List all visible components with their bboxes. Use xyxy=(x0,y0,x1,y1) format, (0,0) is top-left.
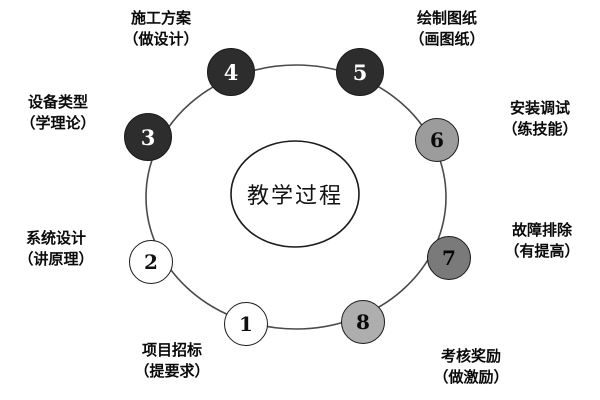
node-6-subtitle: （练技能） xyxy=(502,120,578,138)
node-4-number: 4 xyxy=(223,59,239,85)
node-6-number: 6 xyxy=(430,128,444,152)
node-3-title: 设备类型 xyxy=(27,93,88,111)
center-ellipse xyxy=(230,140,360,248)
node-5-caption: 绘制图纸 （画图纸） xyxy=(386,8,508,50)
node-5-title: 绘制图纸 xyxy=(416,9,477,27)
node-7: 7 xyxy=(427,236,471,280)
node-7-subtitle: （有提高） xyxy=(504,242,580,260)
node-6-title: 安装调试 xyxy=(509,99,570,117)
node-6-caption: 安装调试 （练技能） xyxy=(484,98,596,140)
node-7-title: 故障排除 xyxy=(511,221,572,239)
node-5-number: 5 xyxy=(352,59,368,85)
node-2-caption: 系统设计 （讲原理） xyxy=(0,228,112,270)
node-5-subtitle: （画图纸） xyxy=(409,30,485,48)
node-4-caption: 施工方案 （做设计） xyxy=(100,8,222,50)
node-4: 4 xyxy=(207,48,255,96)
node-8-caption: 考核奖励 （做激励） xyxy=(410,346,532,388)
node-1-subtitle: （提要求） xyxy=(134,362,210,380)
center-title: 教学过程 xyxy=(246,184,343,209)
node-7-number: 7 xyxy=(442,246,456,270)
node-1-caption: 项目招标 （提要求） xyxy=(112,340,232,382)
node-3-subtitle: （学理论） xyxy=(20,114,96,132)
node-1-title: 项目招标 xyxy=(141,341,202,359)
node-8-number: 8 xyxy=(356,310,370,334)
node-2-title: 系统设计 xyxy=(25,229,86,247)
node-4-subtitle: （做设计） xyxy=(123,30,199,48)
node-8-subtitle: （做激励） xyxy=(433,368,509,386)
node-2: 2 xyxy=(129,240,173,284)
cycle-ring xyxy=(145,64,447,330)
node-4-title: 施工方案 xyxy=(130,9,191,27)
node-8-title: 考核奖励 xyxy=(440,347,501,365)
node-1-number: 1 xyxy=(239,312,253,336)
node-2-subtitle: （讲原理） xyxy=(18,250,94,268)
node-8: 8 xyxy=(341,300,385,344)
node-3-number: 3 xyxy=(140,124,156,150)
node-7-caption: 故障排除 （有提高） xyxy=(486,220,598,262)
node-3-caption: 设备类型 （学理论） xyxy=(2,92,114,134)
node-6: 6 xyxy=(415,118,459,162)
node-3: 3 xyxy=(124,113,172,161)
node-1: 1 xyxy=(224,302,268,346)
node-2-number: 2 xyxy=(144,250,158,274)
node-5: 5 xyxy=(336,48,384,96)
